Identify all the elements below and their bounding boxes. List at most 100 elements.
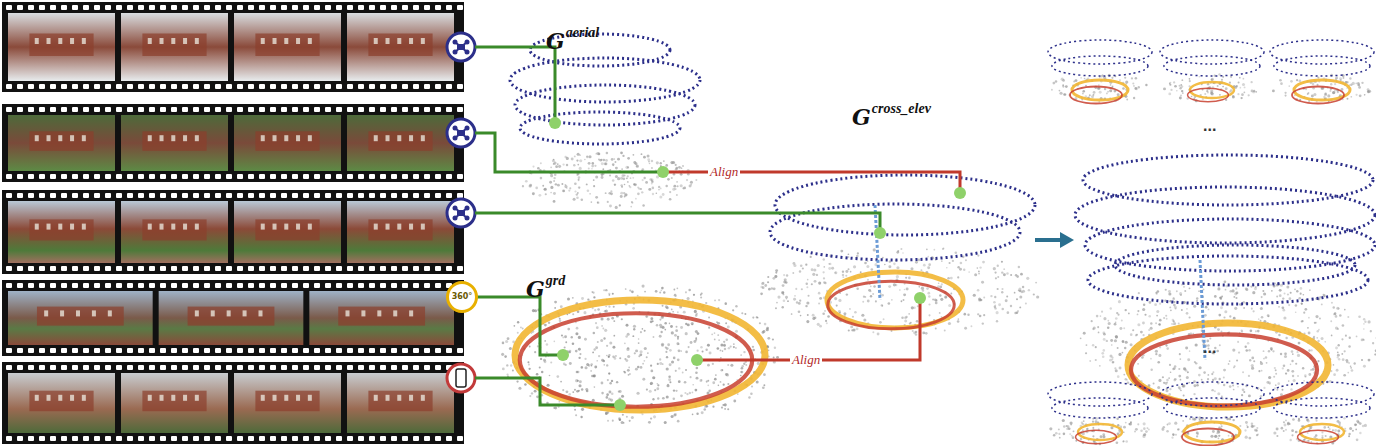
point-cloud — [642, 328, 644, 330]
sprocket-hole — [314, 266, 320, 271]
sprocket-hole — [424, 193, 430, 198]
sprocket-hole — [424, 174, 430, 179]
point-cloud — [863, 318, 866, 321]
point-cloud — [813, 268, 816, 271]
point-cloud — [996, 311, 999, 314]
point-cloud — [873, 248, 876, 251]
point-cloud — [808, 295, 810, 297]
window-photo — [211, 310, 215, 316]
point-cloud — [664, 421, 667, 424]
sprocket-hole — [83, 5, 89, 10]
point-cloud — [540, 177, 543, 180]
sprocket-hole — [17, 5, 23, 10]
film-strip — [2, 362, 464, 444]
point-cloud — [676, 181, 678, 183]
film-frame — [8, 13, 115, 81]
point-cloud — [800, 315, 802, 317]
point-cloud — [608, 293, 610, 295]
sprocket-hole — [424, 348, 430, 353]
sprocket-hole — [369, 174, 375, 179]
point-cloud — [977, 313, 979, 315]
sprocket-hole — [171, 84, 177, 89]
point-cloud — [1241, 329, 1243, 331]
film-frame — [234, 115, 341, 171]
point-cloud — [625, 335, 628, 338]
sprocket-hole — [281, 107, 287, 112]
point-cloud — [811, 268, 814, 271]
sprocket-hole — [259, 174, 265, 179]
sprocket-hole — [138, 348, 144, 353]
point-cloud — [1225, 289, 1227, 291]
point-cloud — [619, 418, 622, 421]
point-cloud — [852, 316, 854, 318]
sprocket-hole — [292, 174, 298, 179]
sprocket-hole — [435, 174, 441, 179]
point-cloud — [1006, 272, 1009, 275]
point-cloud — [604, 329, 607, 332]
point-cloud — [893, 263, 896, 266]
sprocket-hole — [248, 107, 254, 112]
point-cloud — [891, 299, 893, 301]
point-cloud — [555, 165, 558, 168]
point-cloud — [627, 369, 630, 372]
point-cloud — [1001, 308, 1003, 310]
point-cloud — [578, 336, 581, 339]
sprocket-hole — [391, 84, 397, 89]
sprocket-hole — [171, 283, 177, 288]
point-cloud — [816, 274, 818, 276]
window-photo — [171, 395, 175, 401]
point-cloud — [918, 286, 920, 288]
point-cloud — [1282, 297, 1284, 299]
point-cloud — [669, 191, 671, 193]
point-cloud — [673, 397, 676, 400]
point-cloud — [673, 357, 676, 360]
point-cloud — [1022, 286, 1024, 288]
window-photo — [296, 395, 300, 401]
point-cloud — [535, 187, 538, 190]
point-cloud — [761, 282, 764, 285]
point-cloud — [602, 168, 604, 170]
point-cloud — [928, 263, 931, 266]
point-cloud — [671, 331, 674, 334]
point-cloud — [588, 364, 590, 366]
sprocket-hole — [248, 436, 254, 441]
sprocket-hole — [435, 84, 441, 89]
window-photo — [44, 310, 48, 316]
point-cloud — [767, 276, 769, 278]
sprocket-hole — [270, 365, 276, 370]
point-cloud — [910, 322, 912, 324]
point-cloud — [682, 165, 684, 167]
point-cloud — [531, 392, 533, 394]
point-cloud — [752, 346, 754, 348]
point-cloud — [648, 188, 651, 191]
point-cloud — [1290, 388, 1292, 390]
sprocket-hole — [281, 193, 287, 198]
sprocket-hole — [94, 174, 100, 179]
point-cloud — [694, 310, 697, 313]
point-cloud — [658, 189, 660, 191]
sprocket-hole — [226, 193, 232, 198]
point-cloud — [612, 355, 615, 358]
point-cloud — [633, 161, 636, 164]
sprocket-hole — [6, 107, 12, 112]
point-cloud — [632, 177, 634, 179]
point-cloud — [688, 346, 690, 348]
sprocket-hole — [39, 348, 45, 353]
sprocket-hole — [116, 266, 122, 271]
point-cloud — [1300, 287, 1303, 290]
point-cloud — [880, 293, 882, 295]
point-cloud — [677, 185, 679, 187]
point-cloud — [1287, 293, 1289, 295]
point-cloud — [629, 186, 631, 188]
sprocket-hole — [237, 365, 243, 370]
point-cloud — [597, 308, 600, 311]
point-cloud — [649, 163, 651, 165]
sprocket-hole — [94, 107, 100, 112]
point-cloud — [723, 341, 725, 343]
sprocket-hole — [39, 436, 45, 441]
sprocket-hole — [314, 193, 320, 198]
sprocket-hole — [270, 174, 276, 179]
point-cloud — [732, 309, 734, 311]
point-cloud — [927, 256, 929, 258]
sprocket-hole — [424, 84, 430, 89]
